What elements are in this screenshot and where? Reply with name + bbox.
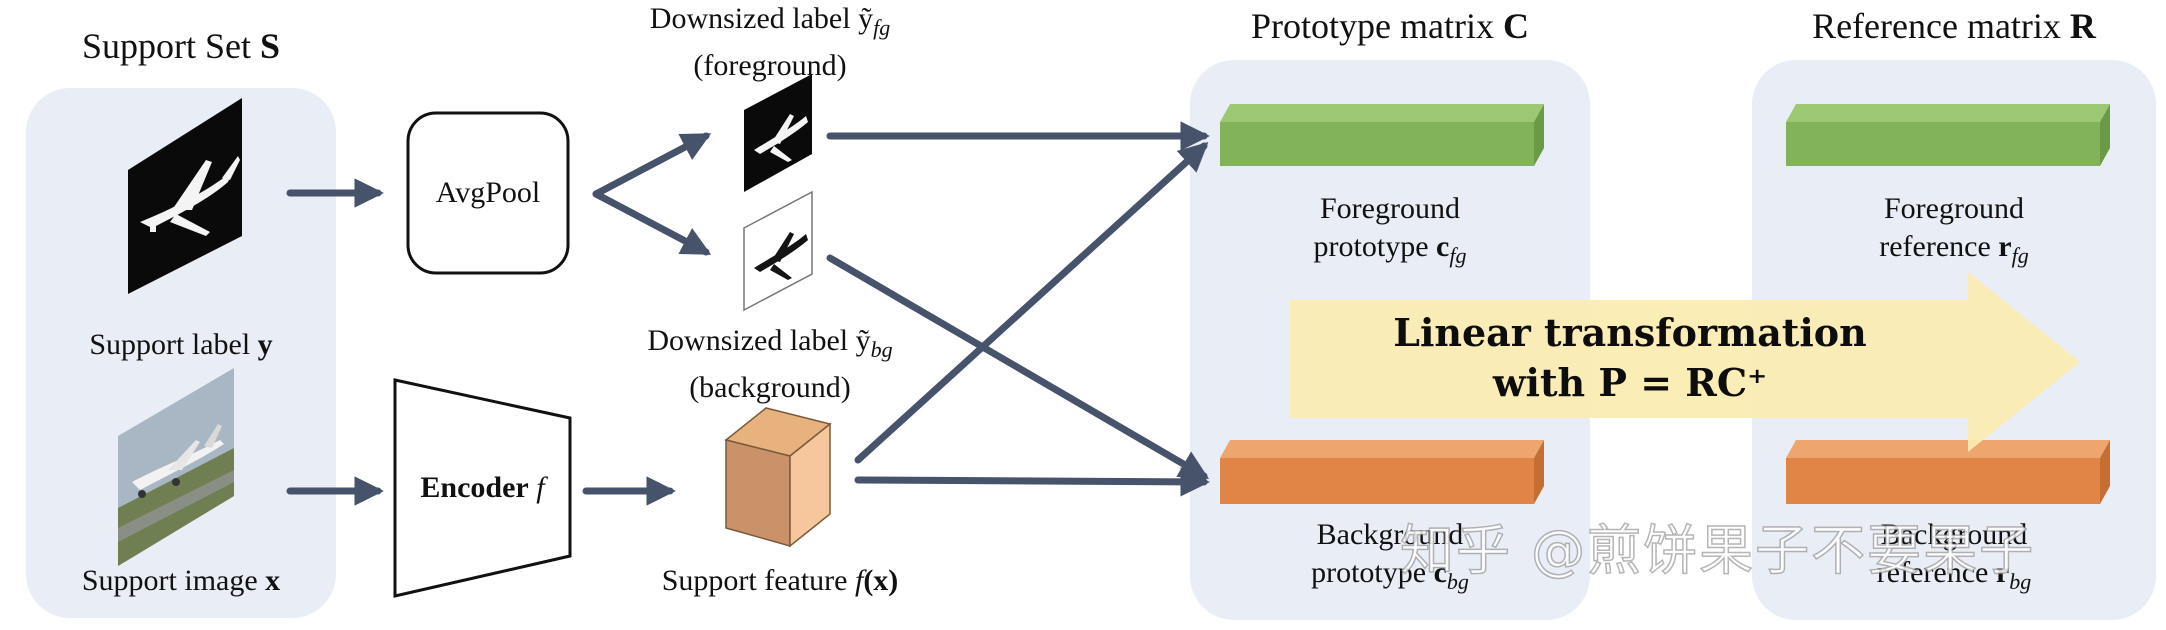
- support-image-symbol: x: [265, 564, 281, 597]
- fg-prototype-sub: fg: [1449, 243, 1467, 268]
- support-feature-cube: [724, 407, 832, 548]
- downsized-fg-line1: Downsized label ỹfg: [590, 0, 950, 47]
- downsized-bg-line1: Downsized label ỹbg: [590, 322, 950, 369]
- bg-prototype-line1: Background: [1316, 518, 1464, 551]
- encoder-symbol: f: [536, 471, 545, 504]
- support-label-image: [128, 98, 242, 294]
- fg-reference-line1: Foreground: [1884, 192, 2024, 225]
- fg-reference-symbol: r: [1998, 230, 2012, 263]
- prototype-matrix-title-text: Prototype matrix: [1251, 6, 1494, 46]
- bg-reference-block: [1786, 440, 2110, 504]
- downsized-fg-sub: fg: [873, 15, 891, 40]
- downsized-bg-line1-text: Downsized label ỹ: [647, 324, 871, 357]
- bg-reference-line2-text: reference: [1876, 556, 1989, 589]
- fg-prototype-line2: prototype cfg: [1190, 228, 1590, 275]
- support-set-title-text: Support Set: [81, 26, 251, 66]
- fg-prototype-block: [1220, 104, 1544, 166]
- bg-prototype-sub: bg: [1446, 569, 1469, 594]
- linear-transform-text: Linear transformation with P = RC⁺: [1290, 308, 1970, 408]
- downsized-fg-line2: (foreground): [693, 49, 847, 82]
- support-set-title: Support Set S: [26, 24, 336, 68]
- prototype-matrix-title: Prototype matrix C: [1190, 4, 1590, 48]
- avgpool-label-text: AvgPool: [435, 176, 541, 209]
- prototype-matrix-symbol: C: [1502, 6, 1529, 46]
- avgpool-label: AvgPool: [408, 113, 568, 273]
- encoder-label: Encoder f: [395, 418, 570, 558]
- fg-prototype-caption: Foreground prototype cfg: [1190, 190, 1590, 275]
- bg-reference-symbol: r: [1995, 556, 2010, 589]
- arrow-feature-to-fg-prototype: [854, 142, 1209, 464]
- bg-prototype-line2: prototype cbg: [1190, 554, 1590, 601]
- downsized-fg-caption: Downsized label ỹfg (foreground): [590, 0, 950, 85]
- support-image-text: Support image: [81, 564, 258, 597]
- fg-prototype-line1: Foreground: [1320, 192, 1460, 225]
- support-feature-text: Support feature: [661, 564, 848, 597]
- arrow-avgpool-to-fg: [592, 132, 712, 198]
- linear-transform-arrow: [1290, 272, 2080, 452]
- support-image-caption: Support image x: [26, 562, 336, 600]
- bg-prototype-block: [1220, 440, 1544, 504]
- support-image-photo: [118, 368, 234, 566]
- arrow-avgpool-to-bg: [592, 190, 712, 256]
- avgpool-box: [406, 111, 570, 275]
- bg-reference-sub: bg: [2009, 569, 2032, 594]
- encoder-label-text: Encoder: [420, 471, 529, 504]
- fg-prototype-line2-text: prototype: [1313, 230, 1429, 263]
- fg-reference-caption: Foreground reference rfg: [1752, 190, 2156, 275]
- support-label-text: Support label: [89, 328, 251, 361]
- watermark: 知乎 @煎饼果子不要果子: [1399, 518, 2036, 583]
- fg-prototype-symbol: c: [1436, 230, 1450, 263]
- fg-reference-sub: fg: [2011, 243, 2029, 268]
- linear-transform-line2: with P = RC⁺: [1492, 360, 1768, 405]
- downsized-fg-image: [744, 74, 812, 192]
- support-feature-caption: Support feature f(x): [600, 562, 960, 600]
- support-label-caption: Support label y: [26, 326, 336, 364]
- downsized-bg-sub: bg: [870, 337, 893, 362]
- bg-prototype-line2-text: prototype: [1311, 556, 1427, 589]
- downsized-bg-caption: Downsized label ỹbg (background): [590, 322, 950, 407]
- bg-prototype-caption: Background prototype cbg: [1190, 516, 1590, 601]
- fg-reference-line2-text: reference: [1879, 230, 1991, 263]
- reference-matrix-symbol: R: [2069, 6, 2096, 46]
- downsized-bg-image: [743, 190, 813, 312]
- downsized-fg-line1-text: Downsized label ỹ: [649, 2, 874, 35]
- support-feature-symbol: f: [854, 564, 864, 597]
- arrow-feature-to-bg-prototype: [854, 467, 1210, 497]
- support-label-symbol: y: [257, 328, 273, 361]
- support-set-symbol: S: [259, 26, 281, 66]
- linear-transform-line1: Linear transformation: [1393, 310, 1867, 355]
- bg-reference-caption: Background reference rbg: [1752, 516, 2156, 601]
- arrow-bg-to-bg-prototype: [826, 254, 1210, 480]
- support-feature-arg: (x): [863, 564, 899, 597]
- fg-reference-line2: reference rfg: [1752, 228, 2156, 275]
- bg-reference-line1: Background: [1880, 518, 2028, 551]
- fg-reference-block: [1786, 104, 2110, 166]
- bg-prototype-symbol: c: [1433, 556, 1447, 589]
- downsized-bg-line2: (background): [689, 371, 851, 404]
- reference-matrix-title: Reference matrix R: [1752, 4, 2156, 48]
- support-set-panel: [26, 88, 336, 618]
- bg-reference-line2: reference rbg: [1752, 554, 2156, 601]
- encoder-shape: [393, 378, 572, 598]
- reference-matrix-title-text: Reference matrix: [1812, 6, 2061, 46]
